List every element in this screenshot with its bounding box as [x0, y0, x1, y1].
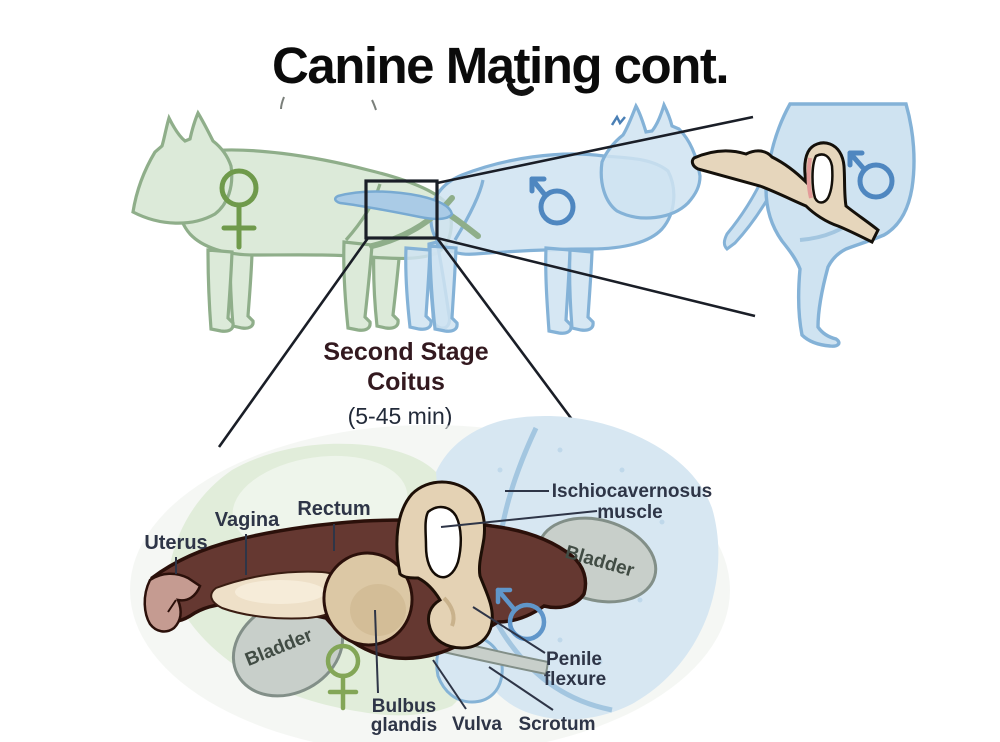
- male-haunch-line: [489, 612, 613, 713]
- connector-line: [436, 236, 756, 318]
- anatomy-panel: Uterus Vagina Rectum Ischiocavernosus mu…: [130, 416, 730, 742]
- penile-flexure-leader: [472, 606, 546, 654]
- bulbus-shading: [350, 584, 406, 636]
- connector-lines: [217, 115, 756, 448]
- male-dog-leg: [404, 246, 433, 331]
- leader-lines: [175, 490, 598, 711]
- penis-shaft-highlight: [235, 580, 325, 604]
- male-dog-thigh-line: [453, 179, 485, 241]
- male-dog-leg: [568, 248, 595, 332]
- stage-title-line2: Coitus: [367, 368, 445, 396]
- label-scrotum: Scrotum: [518, 714, 595, 735]
- male-symbol-inset: [847, 150, 895, 200]
- male-thigh-line: [499, 426, 539, 529]
- male-symbol: [529, 176, 576, 226]
- inset-male-hindquarters: [690, 102, 916, 348]
- stray-mark: [507, 82, 534, 96]
- bulbus-leader: [374, 609, 379, 694]
- female-dog: [131, 109, 453, 333]
- female-symbol-detail: [325, 643, 361, 711]
- vulva-leader: [432, 659, 467, 710]
- label-penile-flexure-line2: flexure: [544, 669, 606, 690]
- label-ischiocavernosus-line1: Ischiocavernosus: [552, 481, 713, 502]
- male-symbol-detail: [495, 587, 547, 642]
- page-title: Canine Mating cont.: [272, 37, 730, 94]
- connector-line: [435, 237, 587, 438]
- label-bulbus-line1: Bulbus: [372, 696, 436, 717]
- stage-title-line1: Second Stage: [323, 338, 488, 366]
- uterus-fork: [143, 572, 202, 633]
- uterus-fork-notch: [167, 599, 177, 613]
- label-uterus: Uterus: [144, 532, 207, 554]
- ischiocavernosus-leader: [440, 510, 598, 528]
- label-penile-flexure-line1: Penile: [546, 649, 602, 670]
- label-ischiocavernosus-line2: muscle: [597, 502, 662, 523]
- ischiocavernosus-white: [424, 505, 462, 579]
- inset-penis-pink-fold: [806, 157, 813, 199]
- female-dog-leg: [372, 242, 402, 330]
- female-symbol: [219, 168, 259, 250]
- label-bulbus-line2: glandis: [371, 715, 438, 736]
- stray-mark: [280, 96, 285, 110]
- connector-line: [436, 115, 754, 185]
- magnifier-box: [364, 179, 439, 240]
- male-dog-head: [599, 100, 702, 220]
- stray-mark: [610, 114, 626, 126]
- female-dog-leg: [228, 250, 255, 330]
- female-dog-leg: [342, 240, 374, 332]
- female-dog-leg: [206, 248, 235, 333]
- label-vulva: Vulva: [452, 714, 502, 735]
- stray-mark: [371, 99, 377, 111]
- female-dog-head: [131, 109, 234, 225]
- inset-ischial-white: [811, 153, 834, 204]
- male-dog: [404, 100, 702, 335]
- scrotum-leader: [488, 666, 554, 711]
- male-dog-leg: [544, 246, 573, 335]
- male-dog-leg: [428, 244, 459, 333]
- stage-duration: (5-45 min): [348, 403, 453, 429]
- label-vagina: Vagina: [215, 509, 280, 531]
- connector-line: [217, 237, 370, 448]
- flexure-shading: [442, 596, 456, 627]
- label-rectum: Rectum: [297, 498, 370, 520]
